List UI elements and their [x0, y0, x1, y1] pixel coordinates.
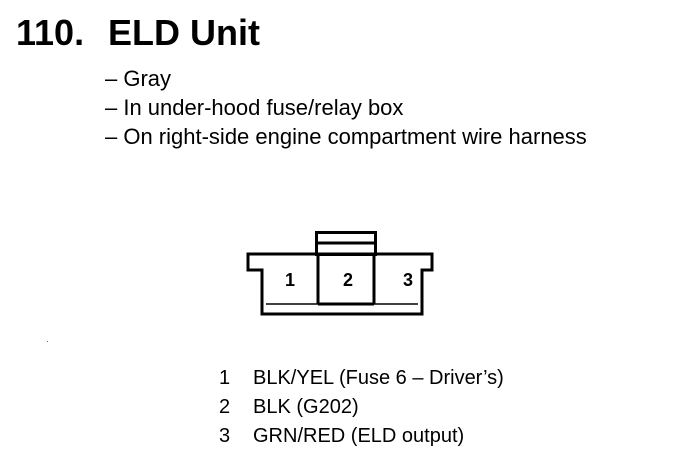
scan-speck: [47, 341, 48, 342]
description-location: – In under-hood fuse/relay box: [105, 95, 404, 120]
pinout-list: 1 BLK/YEL (Fuse 6 – Driver’s) 2 BLK (G202)…: [219, 364, 504, 451]
connector-body: [246, 252, 434, 316]
description-color: – Gray: [105, 66, 172, 91]
connector-description-list: – Gray – In under-hood fuse/relay box – …: [105, 64, 587, 151]
pinout-row: 2 BLK (G202): [219, 393, 504, 422]
terminal-3-label: 3: [403, 270, 413, 290]
pin-number: 1: [219, 367, 231, 389]
pinout-row: 3 GRN/RED (ELD output): [219, 422, 504, 451]
section-number: 110.: [16, 12, 85, 53]
page-title: 110. ELD Unit: [16, 12, 260, 54]
pin-description: GRN/RED (ELD output): [253, 425, 465, 447]
pinout-row: 1 BLK/YEL (Fuse 6 – Driver’s): [219, 364, 504, 393]
terminal-2-label: 2: [343, 270, 353, 290]
section-title: ELD Unit: [108, 12, 260, 53]
pin-number: 3: [219, 425, 231, 447]
pin-description: BLK/YEL (Fuse 6 – Driver’s): [253, 367, 504, 389]
terminal-1-label: 1: [285, 270, 295, 290]
description-harness: – On right-side engine compartment wire …: [105, 124, 587, 149]
pin-number: 2: [219, 396, 231, 418]
pin-description: BLK (G202): [253, 396, 359, 418]
connector-diagram: 1 2 3: [246, 231, 434, 316]
